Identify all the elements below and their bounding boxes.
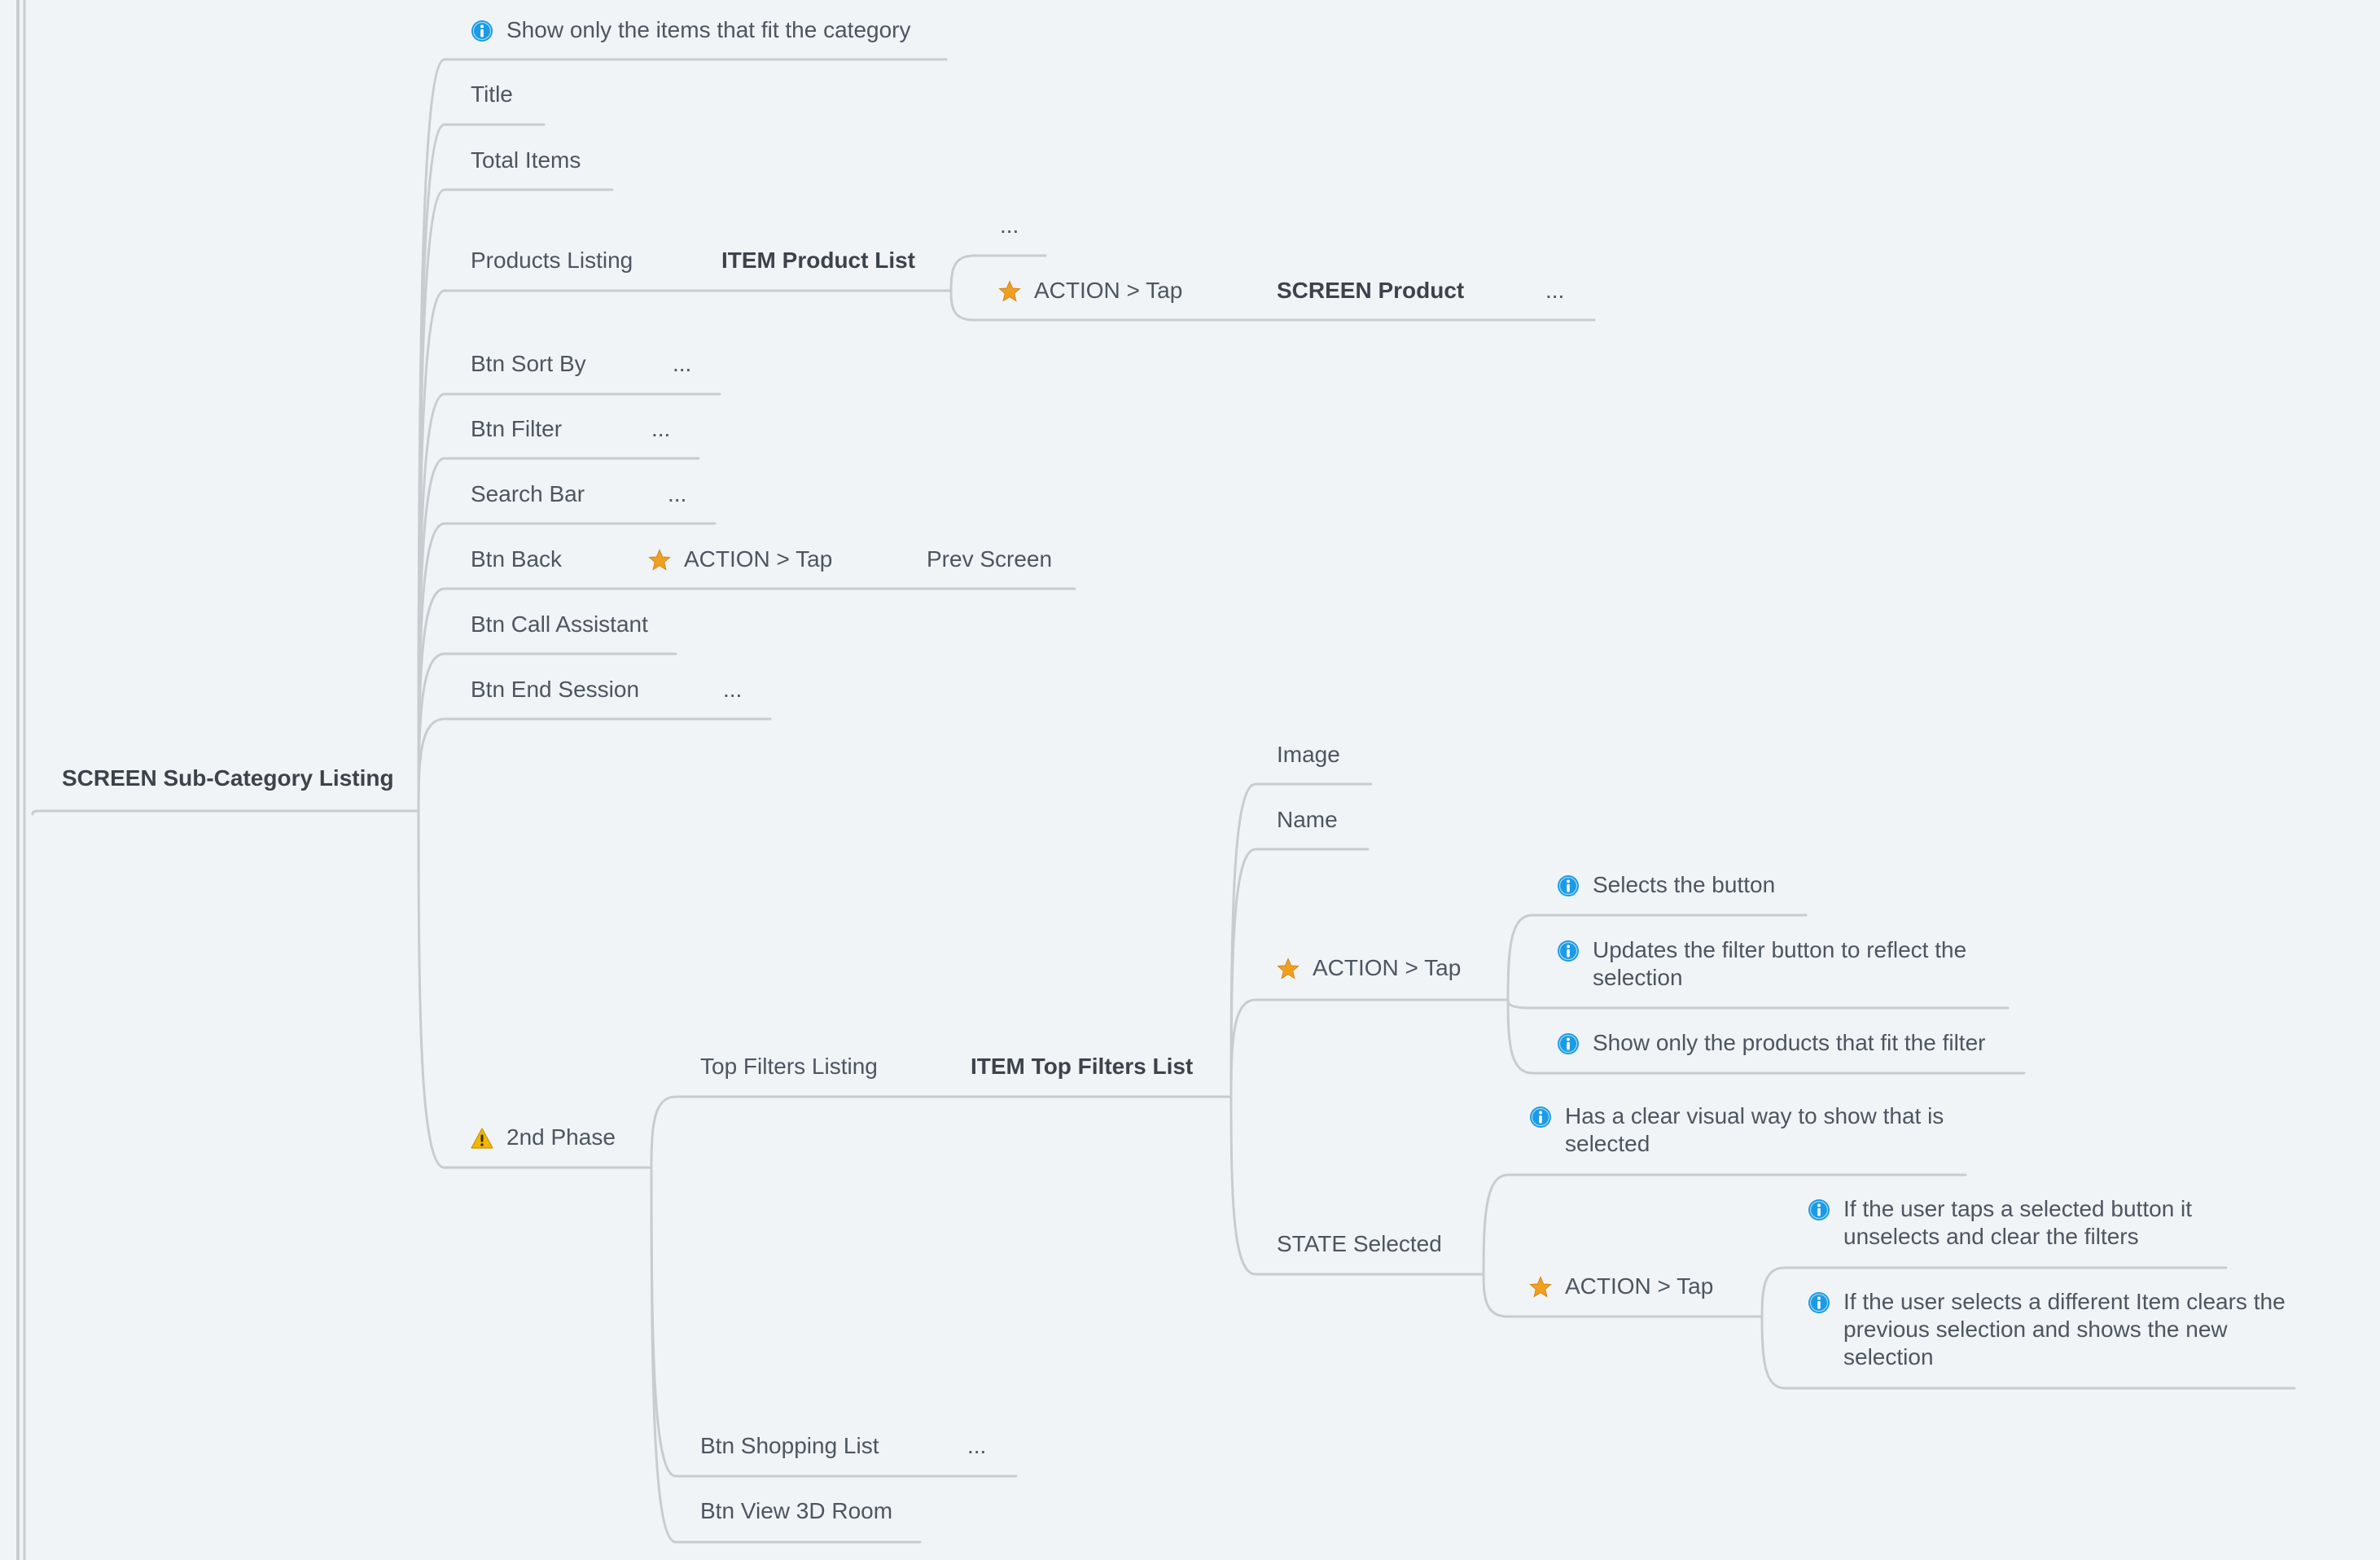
node-btn-end-session[interactable]: Btn End Session <box>471 677 640 702</box>
node-second-phase[interactable]: 2nd Phase <box>471 1124 616 1151</box>
node-note-show-only-items[interactable]: Show only the items that fit the categor… <box>471 16 910 44</box>
node-btn-back[interactable]: Btn Back <box>471 546 563 572</box>
info-icon <box>1808 1291 1830 1314</box>
node-filter-action-tap[interactable]: ACTION > Tap <box>1277 954 1461 982</box>
node-product-list-more[interactable]: ... <box>1000 213 1019 238</box>
node-btn-sort-by[interactable]: Btn Sort By <box>471 351 586 376</box>
node-note-show-only-products[interactable]: Show only the products that fit the filt… <box>1557 1029 1985 1057</box>
connector-line <box>949 254 1047 292</box>
node-btn-view-3d-room[interactable]: Btn View 3D Room <box>700 1498 893 1523</box>
node-search-bar-more[interactable]: ... <box>668 481 687 506</box>
star-icon <box>1529 1276 1552 1299</box>
node-screen-sub-category-listing[interactable]: SCREEN Sub-Category Listing <box>62 765 394 791</box>
node-note-selects-different-item[interactable]: If the user selects a different Item cle… <box>1808 1288 2296 1371</box>
connector-line <box>1482 1273 1764 1318</box>
node-screen-product-more[interactable]: ... <box>1545 278 1565 303</box>
node-screen-product[interactable]: SCREEN Product <box>1277 278 1465 303</box>
node-prev-screen[interactable]: Prev Screen <box>927 546 1053 572</box>
info-icon <box>1557 874 1580 897</box>
node-name[interactable]: Name <box>1277 807 1338 832</box>
connector-line <box>1506 914 1808 1001</box>
node-btn-shopping-list-more[interactable]: ... <box>967 1433 987 1458</box>
node-note-updates-filter-button[interactable]: Updates the filter button to reflect the… <box>1557 936 2013 992</box>
node-top-filters-listing[interactable]: Top Filters Listing <box>700 1054 878 1079</box>
node-btn-end-session-more[interactable]: ... <box>723 677 743 702</box>
node-selected-action-tap[interactable]: ACTION > Tap <box>1529 1273 1713 1300</box>
warning-icon <box>471 1127 493 1150</box>
connector-line <box>650 1166 922 1544</box>
node-btn-filter-more[interactable]: ... <box>651 416 671 441</box>
node-item-product-list[interactable]: ITEM Product List <box>721 248 915 273</box>
connector-line <box>1229 848 1370 1098</box>
node-btn-call-assistant[interactable]: Btn Call Assistant <box>471 611 648 637</box>
node-title[interactable]: Title <box>471 81 513 107</box>
connector-line <box>417 809 653 1169</box>
node-btn-back-action-tap[interactable]: ACTION > Tap <box>648 546 832 573</box>
node-note-taps-selected-button[interactable]: If the user taps a selected button it un… <box>1808 1195 2231 1251</box>
star-icon <box>648 549 671 572</box>
node-total-items[interactable]: Total Items <box>471 147 581 173</box>
node-btn-filter[interactable]: Btn Filter <box>471 416 563 441</box>
connector-line <box>650 1095 1233 1169</box>
node-search-bar[interactable]: Search Bar <box>471 481 585 506</box>
connector-line <box>1760 1315 2296 1390</box>
node-image[interactable]: Image <box>1277 742 1340 767</box>
star-icon <box>1277 957 1300 980</box>
connector-line <box>949 289 1596 322</box>
node-note-selects-button[interactable]: Selects the button <box>1557 871 1775 899</box>
connector-line <box>1506 998 2026 1075</box>
node-btn-sort-by-more[interactable]: ... <box>673 351 692 376</box>
connector-line <box>1229 1095 1485 1276</box>
connector-line <box>1482 1173 1967 1276</box>
info-icon <box>471 20 493 42</box>
star-icon <box>998 280 1021 303</box>
node-products-listing[interactable]: Products Listing <box>471 248 633 273</box>
node-btn-shopping-list[interactable]: Btn Shopping List <box>700 1433 879 1458</box>
connector-line <box>1760 1266 2228 1318</box>
info-icon <box>1808 1198 1830 1221</box>
node-state-selected[interactable]: STATE Selected <box>1277 1231 1442 1256</box>
connector-line <box>1229 998 1510 1098</box>
info-icon <box>1557 940 1580 962</box>
connector-line <box>417 717 772 813</box>
node-product-list-action-tap[interactable]: ACTION > Tap <box>998 277 1182 305</box>
node-note-clear-visual-way[interactable]: Has a clear visual way to show that is s… <box>1529 1102 1953 1158</box>
info-icon <box>1529 1106 1552 1128</box>
node-item-top-filters-list[interactable]: ITEM Top Filters List <box>971 1054 1194 1079</box>
info-icon <box>1557 1032 1580 1055</box>
